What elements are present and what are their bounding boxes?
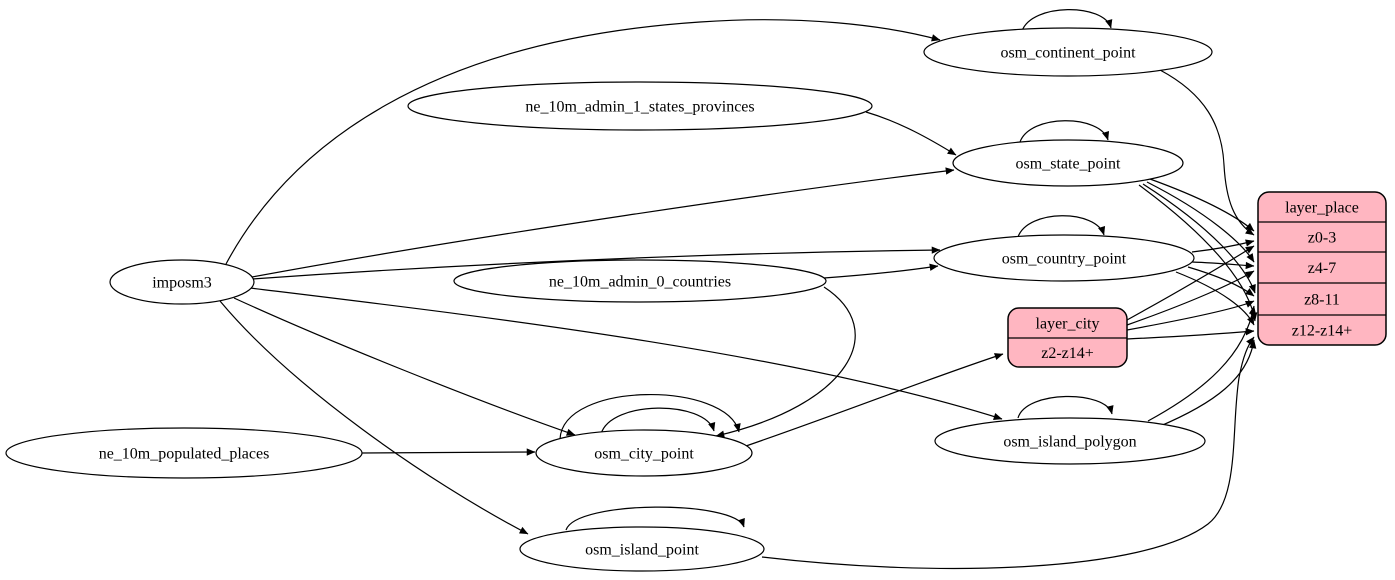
node-layer_city: layer_city z2-z14+ xyxy=(1007,307,1128,368)
edge-layer_city-layer_place-z8-11 xyxy=(1126,300,1255,331)
edge-osm_country_point-layer_place-z12-z14+ xyxy=(1175,271,1255,326)
node-shape xyxy=(933,234,1195,282)
edge-osm_state_point-layer_place-z8-11 xyxy=(1142,183,1256,294)
node-label: osm_continent_point xyxy=(1000,45,1136,62)
record-row-label: z8-11 xyxy=(1304,292,1340,309)
record-row-label: layer_place xyxy=(1285,200,1359,217)
node-ne_10m_admin_0_countries: ne_10m_admin_0_countries xyxy=(453,259,827,303)
edge-osm_country_point-layer_place-z8-11 xyxy=(1187,266,1255,297)
node-label: ne_10m_admin_0_countries xyxy=(549,274,731,291)
node-shape xyxy=(519,526,765,572)
edge-layer_city-layer_place-z4-7 xyxy=(1126,270,1255,326)
edge-osm_country_point-layer_place-z0-3 xyxy=(1191,239,1255,253)
record-row-label: layer_city xyxy=(1036,316,1100,333)
edge-osm_island_polygon-layer_place-z8-11 xyxy=(1147,305,1257,422)
edge-osm_island_polygon-layer_place-z12-z14+ xyxy=(1157,339,1257,428)
node-shape xyxy=(109,259,255,305)
node-shape xyxy=(952,139,1184,187)
edge-ne_10m_admin_1_states_provinces-osm_state_point xyxy=(865,111,957,156)
edge-imposm3-osm_city_point xyxy=(233,297,576,436)
edge-osm_state_point-osm_state_point-self xyxy=(1019,120,1110,143)
node-osm_island_polygon: osm_island_polygon xyxy=(934,417,1206,465)
node-shape xyxy=(535,429,753,477)
node-osm_state_point: osm_state_point xyxy=(952,139,1184,187)
edge-imposm3-osm_state_point xyxy=(251,167,955,278)
record-row-label: z0-3 xyxy=(1308,230,1336,247)
node-osm_city_point: osm_city_point xyxy=(535,429,753,477)
node-ne_10m_admin_1_states_provinces: ne_10m_admin_1_states_provinces xyxy=(407,81,873,131)
node-osm_continent_point: osm_continent_point xyxy=(923,27,1213,77)
edge-osm_country_point-osm_country_point-self xyxy=(1017,215,1106,238)
edge-osm_state_point-layer_place-z0-3 xyxy=(1149,178,1255,232)
edge-imposm3-osm_island_point xyxy=(219,300,529,535)
node-shape xyxy=(923,27,1213,77)
record-row-label: z2-z14+ xyxy=(1041,345,1094,362)
record-row-label: z12-z14+ xyxy=(1292,323,1353,340)
edge-imposm3-osm_continent_point xyxy=(225,19,941,265)
node-shape xyxy=(407,81,873,131)
node-shape xyxy=(453,259,827,303)
record-row-label: z4-7 xyxy=(1308,260,1336,277)
node-label: osm_state_point xyxy=(1016,156,1121,173)
edge-osm_island_point-layer_place-z12-z14+ xyxy=(761,336,1255,570)
edge-ne_10m_admin_0_countries-osm_country_point xyxy=(823,263,939,279)
edge-ne_10m_admin_0_countries-osm_city_point xyxy=(715,286,856,438)
node-label: ne_10m_populated_places xyxy=(99,446,270,463)
edge-osm_state_point-layer_place-z4-7 xyxy=(1146,181,1255,263)
edge-imposm3-osm_island_polygon xyxy=(249,287,1003,420)
node-label: ne_10m_admin_1_states_provinces xyxy=(525,99,754,116)
edge-osm_island_polygon-osm_island_polygon-self xyxy=(1017,395,1114,419)
node-osm_country_point: osm_country_point xyxy=(933,234,1195,282)
edge-ne_10m_populated_places-osm_city_point xyxy=(361,448,536,456)
edge-imposm3-osm_country_point xyxy=(251,246,941,280)
edge-osm_city_point-layer_city-z2-z14+ xyxy=(745,353,1004,447)
node-ne_10m_populated_places: ne_10m_populated_places xyxy=(5,427,363,479)
edge-osm_city_point-osm_city_point-self xyxy=(600,407,716,435)
edge-osm_island_point-osm_island_point-self xyxy=(565,506,745,531)
edge-layer_city-layer_place-z12-z14+ xyxy=(1126,328,1255,340)
node-label: osm_country_point xyxy=(1002,251,1127,268)
edge-osm_country_point-layer_place-z4-7 xyxy=(1191,261,1255,270)
edge-osm_continent_point-layer_place-z0-3 xyxy=(1159,69,1255,236)
node-layer_place: layer_place z0-3 z4-7 z8-11 z12-z14+ xyxy=(1257,191,1387,346)
node-label: osm_city_point xyxy=(594,446,694,463)
node-imposm3: imposm3 xyxy=(109,259,255,305)
edge-osm_city_point-osm_city_point-self xyxy=(559,394,741,440)
node-shape xyxy=(934,417,1206,465)
node-shape xyxy=(5,427,363,479)
node-label: osm_island_point xyxy=(585,542,699,559)
node-label: osm_island_polygon xyxy=(1003,434,1136,451)
record-shape xyxy=(1257,191,1387,346)
node-label: imposm3 xyxy=(152,275,212,292)
edge-osm_continent_point-osm_continent_point-self xyxy=(1021,9,1113,32)
edge-layer_city-layer_place-z0-3 xyxy=(1126,245,1255,321)
node-osm_island_point: osm_island_point xyxy=(519,526,765,572)
